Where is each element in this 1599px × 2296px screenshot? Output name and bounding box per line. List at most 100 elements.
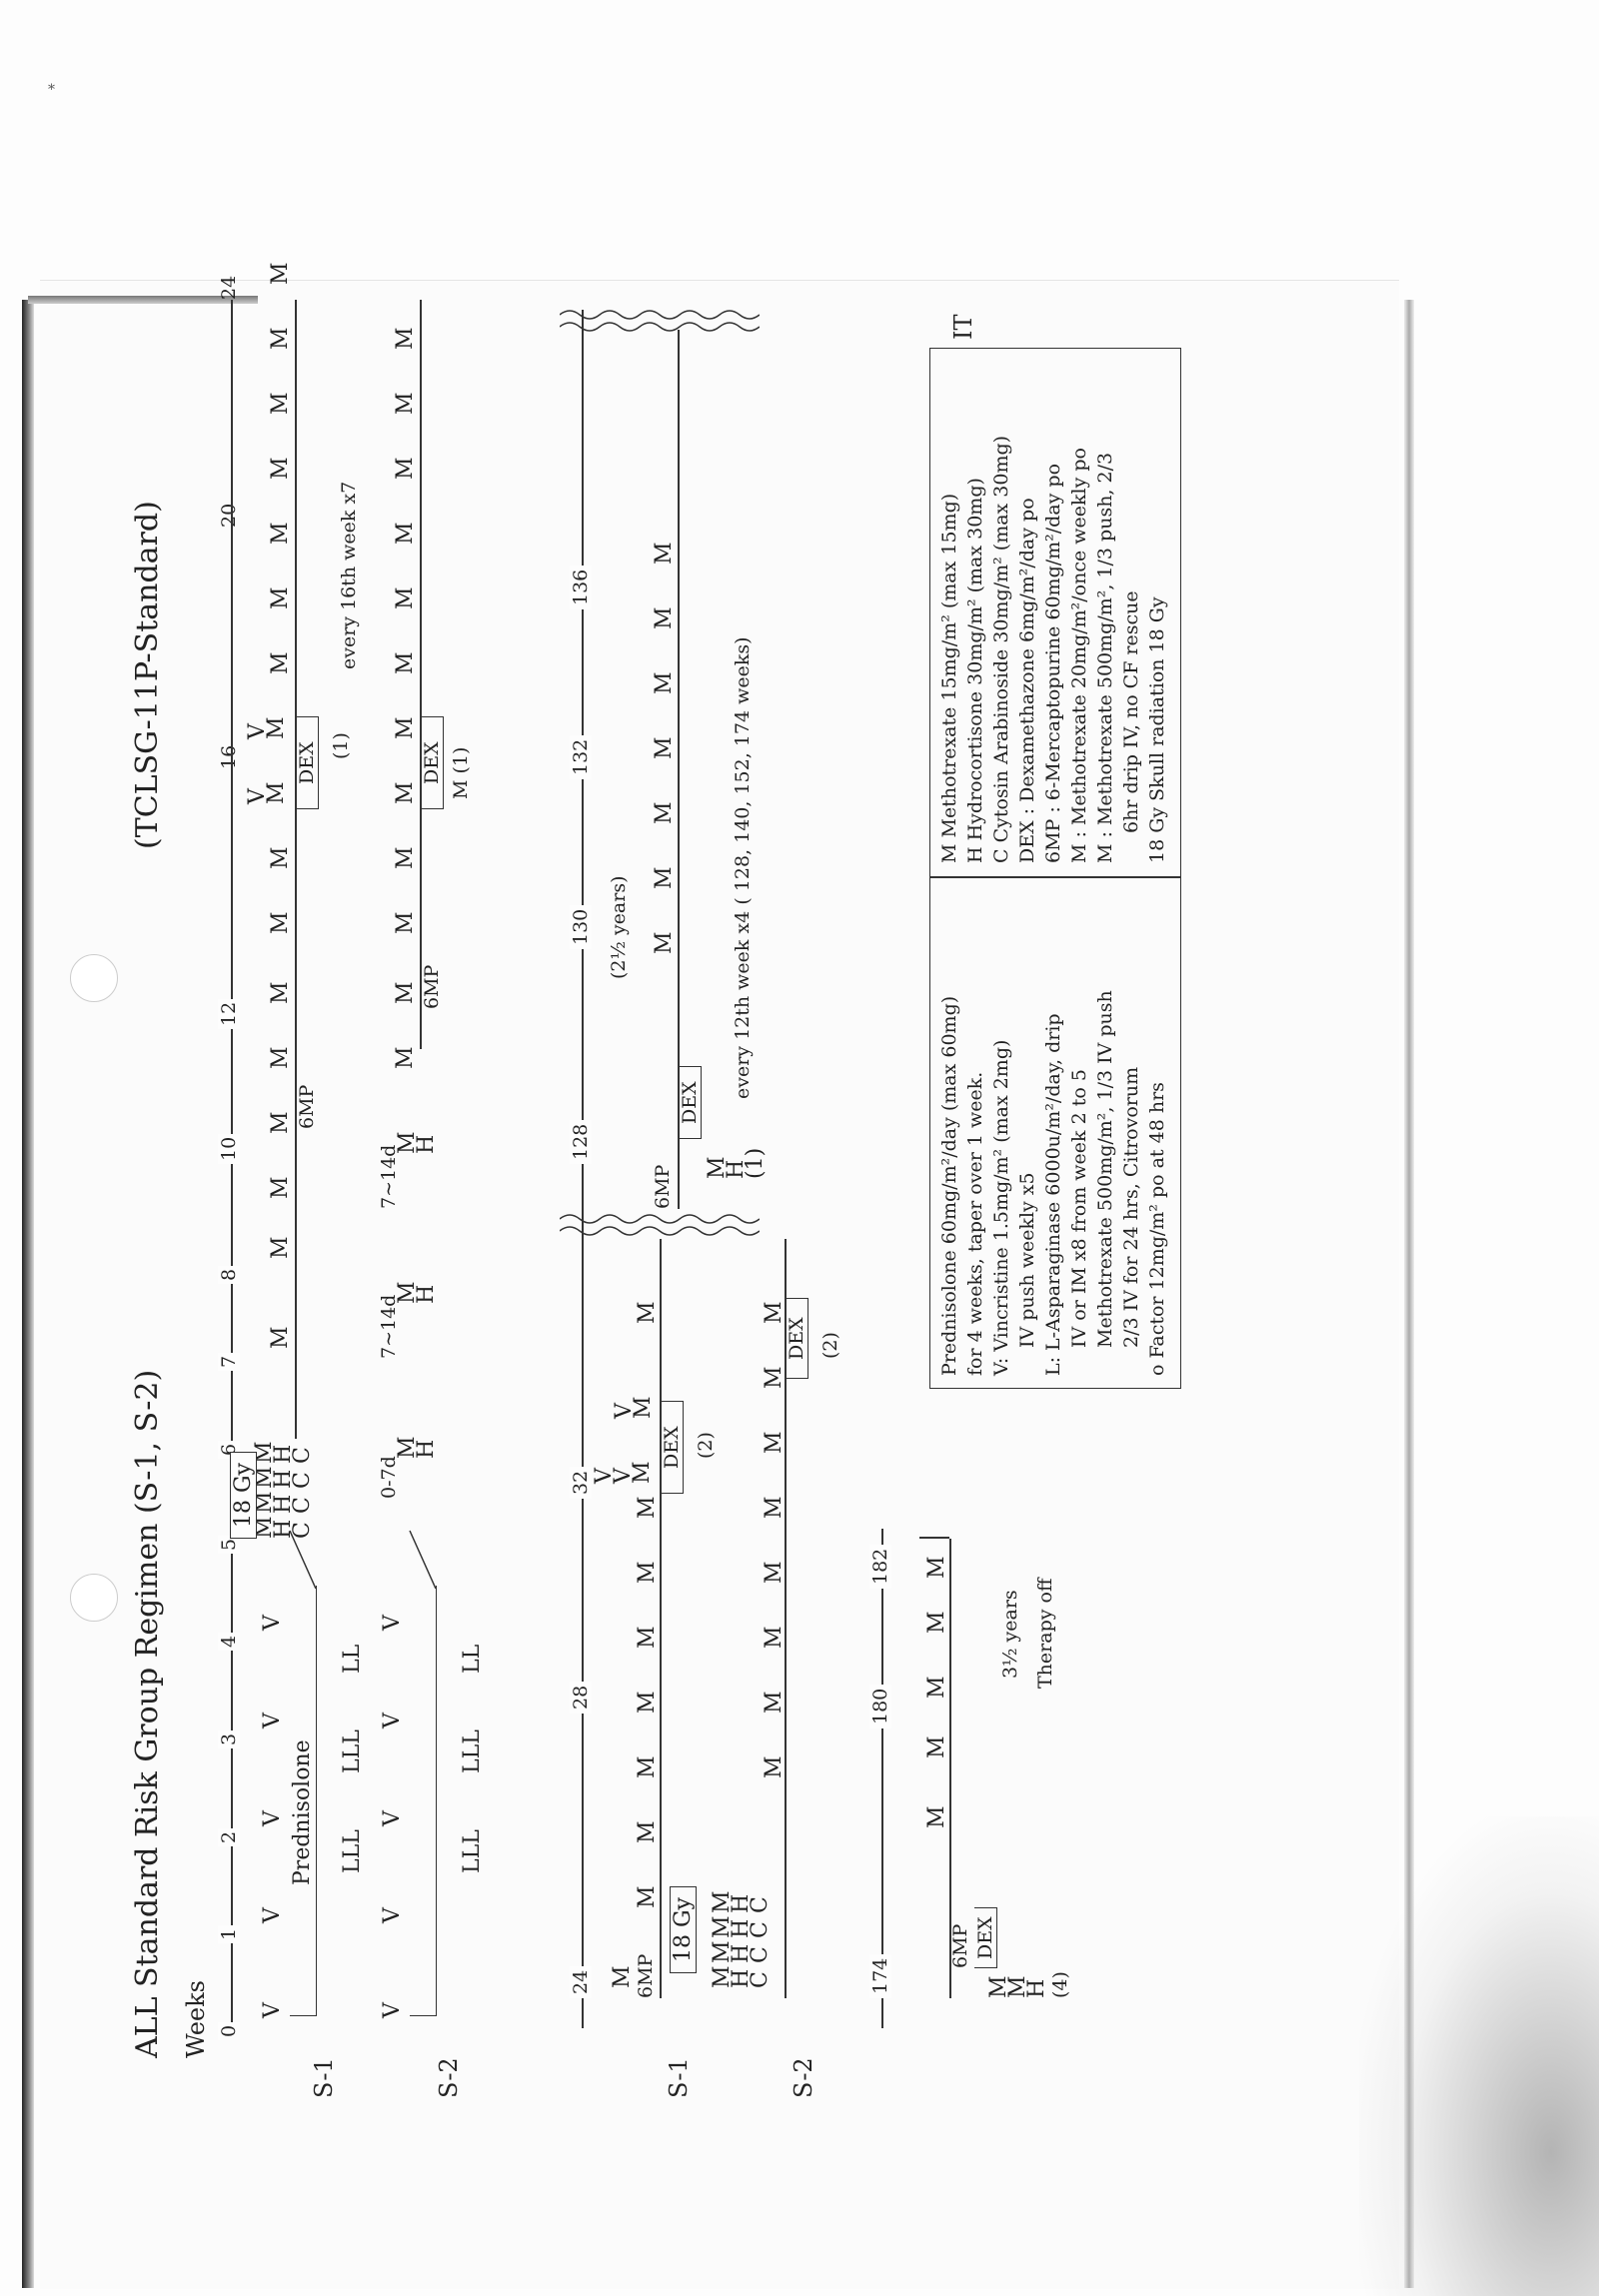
methotrexate-mark: M	[924, 1735, 949, 1758]
it-mark: M H C	[710, 1915, 773, 1938]
tick-label: 3	[218, 1729, 240, 1748]
tick-label: 128	[570, 1119, 592, 1164]
methotrexate-mark: M	[762, 1366, 787, 1389]
s1-maintenance-line	[295, 300, 297, 1439]
hd-mtx-mark: M H	[395, 1436, 439, 1459]
document-subtitle: (TCLSG-11P-Standard)	[130, 501, 165, 849]
radiation-box: 18 Gy	[670, 1886, 697, 1973]
vincristine-mark: V	[260, 1907, 285, 1923]
punch-hole	[70, 954, 118, 1002]
tick-label: 0	[218, 2021, 240, 2040]
methotrexate-mark: M	[393, 327, 418, 350]
asparaginase-mark: LLL	[340, 1729, 365, 1773]
taper-line	[289, 1530, 317, 1589]
methotrexate-mark: M	[610, 1965, 635, 1988]
every-12th-note: every 12th week x4 ( 128, 140, 152, 174 …	[732, 636, 754, 1099]
methotrexate-mark: M	[762, 1301, 787, 1324]
asparaginase-mark: LLL	[340, 1829, 365, 1873]
hd-mtx-note: M (1)	[450, 746, 472, 799]
legend-line: M Methotrexate 15mg/m² (max 15mg)	[938, 493, 960, 863]
methotrexate-mark: M	[762, 1755, 787, 1778]
vm-mark: V M	[245, 781, 289, 804]
asparaginase-mark: LL	[460, 1644, 485, 1674]
row-label-s2: S-2	[435, 2057, 463, 2098]
scan-edge-right	[1404, 300, 1414, 2288]
duration-note: (2½ years)	[608, 875, 630, 979]
dex-note: (2)	[695, 1432, 717, 1459]
it-mark: M H C	[252, 1466, 315, 1489]
it-mark: M H C	[252, 1516, 315, 1539]
methotrexate-mark: M	[268, 1046, 293, 1069]
it-mark: M H C	[710, 1940, 773, 1963]
methotrexate-mark: M	[268, 457, 293, 480]
methotrexate-mark: M	[268, 1326, 293, 1349]
legend-line: V: Vincristine 1.5mg/m² (max 2mg)	[990, 1039, 1012, 1376]
methotrexate-mark: M	[268, 651, 293, 674]
it-mark: M H C	[252, 1441, 315, 1464]
methotrexate-mark: M	[635, 1755, 660, 1778]
dex-note: (2)	[819, 1332, 841, 1359]
interval-note: 7∼14d	[378, 1294, 400, 1359]
s2-maintenance-line	[420, 300, 422, 1049]
hd-mtx-mark: M H	[395, 1281, 439, 1304]
therapy-off-label: Therapy off	[1034, 1578, 1056, 1689]
duration-note: 3½ years	[999, 1590, 1021, 1679]
methotrexate-mark: M	[762, 1561, 787, 1584]
methotrexate-mark: M	[635, 1561, 660, 1584]
legend-line: 6hr drip IV, no CF rescue	[1120, 590, 1142, 833]
prednisolone-bar: Prednisolone	[290, 1586, 317, 2016]
methotrexate-mark: M	[652, 931, 677, 954]
dex-box: DEX	[974, 1907, 997, 1968]
it-mark: M H C	[252, 1491, 315, 1514]
hd-mtx-mark: M H	[395, 1131, 439, 1154]
legend-line: Prednisolone 60mg/m²/day (max 60mg)	[938, 995, 960, 1376]
methotrexate-mark: M	[268, 846, 293, 869]
methotrexate-mark: M	[762, 1691, 787, 1714]
legend-line: M : Methotrexate 20mg/m²/once weekly po	[1068, 448, 1090, 863]
tick-label: 10	[218, 1133, 240, 1164]
legend-box: Prednisolone 60mg/m²/day (max 60mg) for …	[929, 348, 1181, 1389]
mp-label: 6MP	[421, 964, 443, 1009]
tick-label: 7	[218, 1352, 240, 1371]
methotrexate-mark: M	[393, 457, 418, 480]
legend-line: DEX : Dexamethazone 6mg/m²/day po	[1016, 498, 1038, 863]
asparaginase-mark: LLL	[460, 1829, 485, 1873]
legend-line: 18 Gy Skull radiation 18 Gy	[1146, 596, 1168, 863]
tick-label: 2	[218, 1827, 240, 1846]
final-end	[919, 1537, 949, 1539]
methotrexate-mark: M	[393, 586, 418, 609]
methotrexate-mark: M	[762, 1431, 787, 1454]
dex-box: DEX	[679, 1066, 702, 1139]
row-label-s2b: S-2	[790, 2057, 817, 2098]
methotrexate-mark: M	[393, 911, 418, 934]
methotrexate-mark: M	[652, 736, 677, 759]
interval-note: 0-7d	[378, 1456, 400, 1499]
tick-label: 8	[218, 1265, 240, 1284]
methotrexate-mark: M	[762, 1626, 787, 1649]
methotrexate-mark: M	[268, 1111, 293, 1134]
prednisolone-bar-s2	[410, 1586, 437, 2016]
methotrexate-mark: M	[393, 981, 418, 1004]
methotrexate-mark: M	[924, 1805, 949, 1828]
vincristine-mark: V	[260, 1615, 285, 1631]
methotrexate-mark: M	[652, 606, 677, 629]
vincristine-mark: V	[260, 1810, 285, 1826]
hd-mtx-mark: M M H	[986, 1975, 1049, 1998]
legend-line: IV or IM x8 from week 2 to 5	[1068, 1069, 1090, 1348]
vm-mark: V M	[245, 716, 289, 739]
legend-line: C Cytosin Arabinoside 30mg/m² (max 30mg)	[990, 435, 1012, 863]
tick-label: 16	[218, 744, 240, 769]
break-mark	[560, 1214, 760, 1236]
punch-hole	[70, 1574, 118, 1622]
methotrexate-mark: M	[762, 1496, 787, 1519]
tick-label: 136	[570, 565, 592, 609]
methotrexate-mark: M	[268, 911, 293, 934]
vm-mark: V M	[612, 1396, 656, 1419]
methotrexate-mark: M	[652, 801, 677, 824]
methotrexate-mark: M	[268, 586, 293, 609]
document-title: ALL Standard Risk Group Regimen (S-1, S-…	[130, 1369, 165, 2058]
week-axis-1b	[231, 300, 233, 819]
vincristine-mark: V	[380, 1615, 405, 1631]
methotrexate-mark: M	[393, 716, 418, 739]
